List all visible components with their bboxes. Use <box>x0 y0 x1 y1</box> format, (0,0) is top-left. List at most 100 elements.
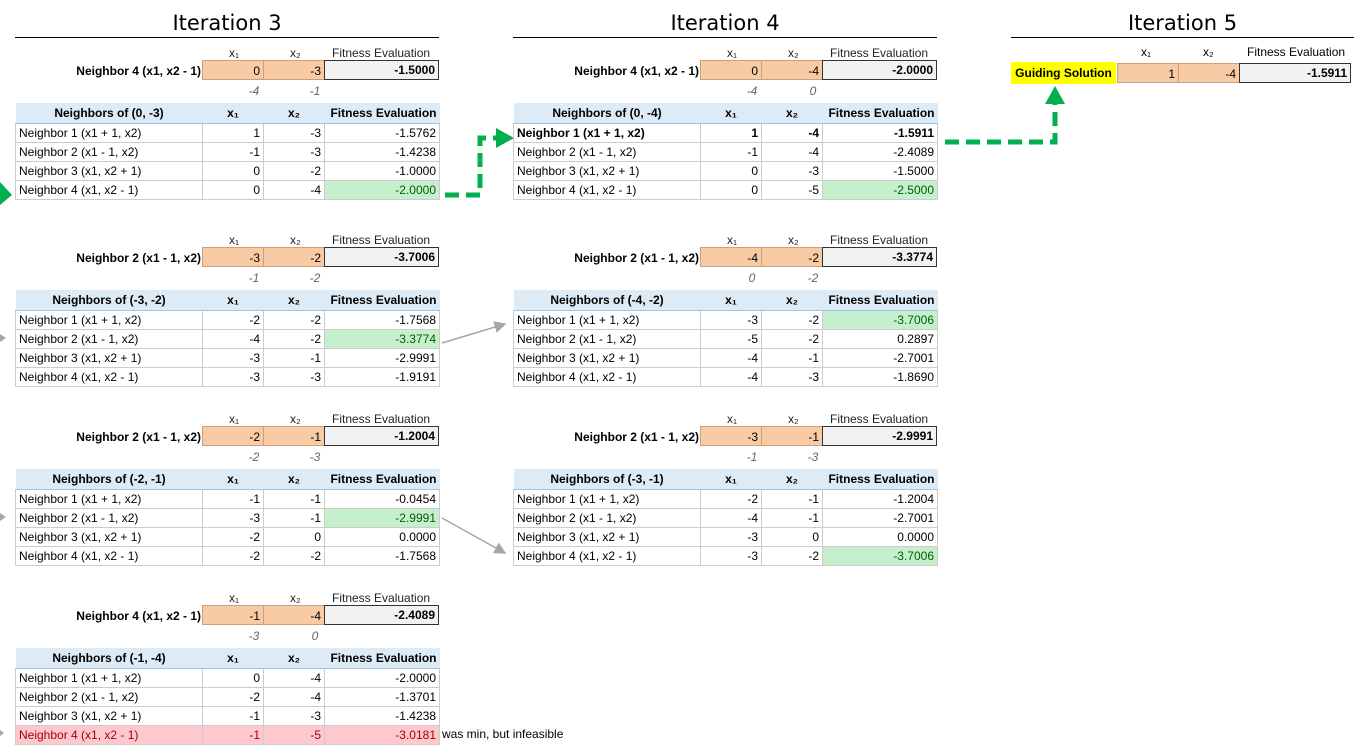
neighbor-x1[interactable]: -3 <box>202 348 264 368</box>
table-row[interactable]: Neighbor 4 (x1, x2 - 1)0-5-2.5000 <box>513 180 938 200</box>
table-row[interactable]: Neighbor 1 (x1 + 1, x2)-2-2-1.7568 <box>15 310 440 330</box>
neighbor-x1[interactable]: -3 <box>700 527 762 547</box>
table-row[interactable]: Neighbor 4 (x1, x2 - 1)0-4-2.0000 <box>15 180 440 200</box>
table-row[interactable]: Neighbor 2 (x1 - 1, x2)-1-4-2.4089 <box>513 142 938 162</box>
neighbor-fitness[interactable]: -3.7006 <box>822 310 938 330</box>
neighbor-x2[interactable]: -1 <box>761 489 823 509</box>
current-fitness[interactable]: -1.2004 <box>324 426 439 446</box>
neighbor-x2[interactable]: -2 <box>263 329 325 349</box>
neighbor-x1[interactable]: -3 <box>700 546 762 566</box>
table-row[interactable]: Neighbor 3 (x1, x2 + 1)-1-3-1.4238 <box>15 706 440 726</box>
neighbor-x1[interactable]: 0 <box>202 161 264 181</box>
neighbor-x2[interactable]: -2 <box>761 329 823 349</box>
neighbor-x1[interactable]: 0 <box>700 161 762 181</box>
table-row[interactable]: Neighbor 3 (x1, x2 + 1)0-2-1.0000 <box>15 161 440 181</box>
table-row[interactable]: Neighbor 1 (x1 + 1, x2)-2-1-1.2004 <box>513 489 938 509</box>
neighbor-x1[interactable]: -5 <box>700 329 762 349</box>
neighbor-fitness[interactable]: -1.4238 <box>324 706 440 726</box>
neighbor-fitness[interactable]: 0.2897 <box>822 329 938 349</box>
neighbor-x2[interactable]: -2 <box>761 546 823 566</box>
table-row[interactable]: Neighbor 3 (x1, x2 + 1)-4-1-2.7001 <box>513 348 938 368</box>
neighbor-x1[interactable]: 0 <box>202 180 264 200</box>
current-fitness[interactable]: -2.9991 <box>822 426 937 446</box>
neighbor-fitness[interactable]: -1.9191 <box>324 367 440 387</box>
neighbor-x1[interactable]: -4 <box>700 367 762 387</box>
neighbor-fitness[interactable]: -1.5762 <box>324 123 440 143</box>
neighbor-fitness[interactable]: -1.2004 <box>822 489 938 509</box>
neighbor-x2[interactable]: -3 <box>761 367 823 387</box>
neighbor-fitness[interactable]: -3.3774 <box>324 329 440 349</box>
current-fitness[interactable]: -1.5000 <box>324 60 439 80</box>
neighbor-fitness[interactable]: -1.3701 <box>324 687 440 707</box>
current-x2[interactable]: -1 <box>761 426 823 446</box>
neighbor-x2[interactable]: -1 <box>263 348 325 368</box>
table-row[interactable]: Neighbor 2 (x1 - 1, x2)-3-1-2.9991 <box>15 508 440 528</box>
neighbor-fitness[interactable]: -3.0181 <box>324 725 440 745</box>
table-row[interactable]: Neighbor 1 (x1 + 1, x2)0-4-2.0000 <box>15 668 440 688</box>
neighbor-x2[interactable]: -3 <box>263 142 325 162</box>
neighbor-fitness[interactable]: -1.4238 <box>324 142 440 162</box>
neighbor-x2[interactable]: 0 <box>761 527 823 547</box>
neighbor-fitness[interactable]: -2.5000 <box>822 180 938 200</box>
table-row[interactable]: Neighbor 4 (x1, x2 - 1)-1-5-3.0181 <box>15 725 440 745</box>
neighbor-x1[interactable]: -4 <box>700 508 762 528</box>
neighbor-x2[interactable]: -1 <box>263 489 325 509</box>
neighbor-x2[interactable]: -4 <box>761 123 823 143</box>
neighbor-x1[interactable]: -2 <box>202 546 264 566</box>
neighbor-fitness[interactable]: -2.9991 <box>324 508 440 528</box>
neighbor-fitness[interactable]: -1.5000 <box>822 161 938 181</box>
neighbor-x2[interactable]: -4 <box>263 687 325 707</box>
neighbor-x1[interactable]: -2 <box>202 527 264 547</box>
neighbor-x2[interactable]: 0 <box>263 527 325 547</box>
neighbor-fitness[interactable]: -1.8690 <box>822 367 938 387</box>
current-x2[interactable]: -2 <box>263 247 325 267</box>
neighbor-fitness[interactable]: -1.7568 <box>324 546 440 566</box>
neighbor-x1[interactable]: -4 <box>700 348 762 368</box>
table-row[interactable]: Neighbor 3 (x1, x2 + 1)0-3-1.5000 <box>513 161 938 181</box>
neighbor-x1[interactable]: -3 <box>202 508 264 528</box>
neighbor-x1[interactable]: -1 <box>202 725 264 745</box>
current-x2[interactable]: -4 <box>263 605 325 625</box>
neighbor-x1[interactable]: -1 <box>700 142 762 162</box>
neighbor-x1[interactable]: -2 <box>202 687 264 707</box>
guiding-fitness[interactable]: -1.5911 <box>1239 63 1351 83</box>
table-row[interactable]: Neighbor 2 (x1 - 1, x2)-4-2-3.3774 <box>15 329 440 349</box>
table-row[interactable]: Neighbor 2 (x1 - 1, x2)-4-1-2.7001 <box>513 508 938 528</box>
neighbor-x1[interactable]: -2 <box>202 310 264 330</box>
neighbor-x2[interactable]: -2 <box>761 310 823 330</box>
table-row[interactable]: Neighbor 1 (x1 + 1, x2)1-3-1.5762 <box>15 123 440 143</box>
neighbor-x2[interactable]: -3 <box>263 367 325 387</box>
neighbor-x1[interactable]: -3 <box>202 367 264 387</box>
neighbor-fitness[interactable]: -2.0000 <box>324 180 440 200</box>
neighbor-fitness[interactable]: -2.7001 <box>822 508 938 528</box>
neighbor-fitness[interactable]: -0.0454 <box>324 489 440 509</box>
neighbor-x1[interactable]: -1 <box>202 142 264 162</box>
neighbor-x2[interactable]: -5 <box>263 725 325 745</box>
neighbor-fitness[interactable]: -3.7006 <box>822 546 938 566</box>
neighbor-x1[interactable]: 0 <box>202 668 264 688</box>
current-fitness[interactable]: -2.4089 <box>324 605 439 625</box>
neighbor-fitness[interactable]: 0.0000 <box>822 527 938 547</box>
table-row[interactable]: Neighbor 4 (x1, x2 - 1)-4-3-1.8690 <box>513 367 938 387</box>
neighbor-fitness[interactable]: -1.7568 <box>324 310 440 330</box>
neighbor-fitness[interactable]: -1.0000 <box>324 161 440 181</box>
neighbor-fitness[interactable]: 0.0000 <box>324 527 440 547</box>
neighbor-fitness[interactable]: -2.0000 <box>324 668 440 688</box>
neighbor-x2[interactable]: -3 <box>263 706 325 726</box>
neighbor-fitness[interactable]: -2.4089 <box>822 142 938 162</box>
neighbor-x2[interactable]: -4 <box>263 180 325 200</box>
neighbor-x1[interactable]: 1 <box>700 123 762 143</box>
neighbor-x2[interactable]: -5 <box>761 180 823 200</box>
neighbor-x1[interactable]: -2 <box>700 489 762 509</box>
current-fitness[interactable]: -3.7006 <box>324 247 439 267</box>
table-row[interactable]: Neighbor 4 (x1, x2 - 1)-3-3-1.9191 <box>15 367 440 387</box>
neighbor-x1[interactable]: 1 <box>202 123 264 143</box>
neighbor-x1[interactable]: -1 <box>202 706 264 726</box>
neighbor-x2[interactable]: -2 <box>263 161 325 181</box>
neighbor-x2[interactable]: -4 <box>263 668 325 688</box>
neighbor-x1[interactable]: -1 <box>202 489 264 509</box>
current-x1[interactable]: -4 <box>700 247 762 267</box>
